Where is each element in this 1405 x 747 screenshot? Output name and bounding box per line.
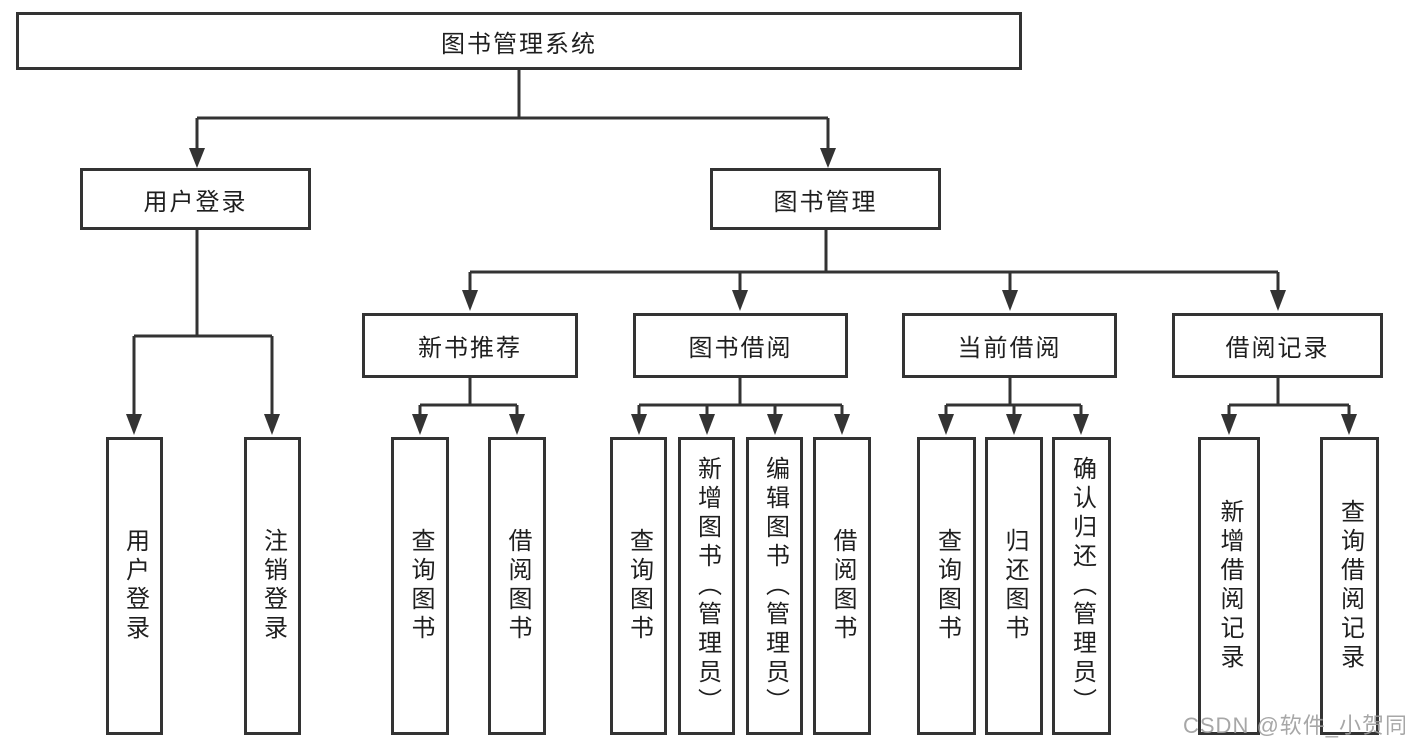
leaf-borrow-borrow-books-label: 借阅图书 [829,528,856,644]
leaf-current-query-books: 查询图书 [917,437,976,735]
leaf-user-login: 用户登录 [106,437,163,735]
node-borrow-records-label: 借阅记录 [1225,335,1330,362]
node-root-system: 图书管理系统 [16,12,1022,70]
node-current-borrow-label: 当前借阅 [957,335,1062,362]
node-root-label: 图书管理系统 [441,30,597,58]
leaf-edit-book-admin: 编辑图书（管理员） [746,437,803,735]
leaf-edit-book-admin-label: 编辑图书（管理员） [761,455,789,717]
arrowheads-leaves [412,414,1357,435]
leaf-user-login-label: 用户登录 [121,528,149,644]
leaf-borrow-query-books: 查询图书 [610,437,667,735]
node-current-borrow: 当前借阅 [902,313,1117,378]
node-new-book-recommend-label: 新书推荐 [418,335,522,362]
leaf-borrow-query-books-label: 查询图书 [625,528,653,644]
connector-user-login-to-leaves [132,230,274,416]
node-user-login: 用户登录 [80,168,311,230]
leaf-query-borrow-record: 查询借阅记录 [1320,437,1379,735]
arrowheads-user-login-leaves [126,414,280,435]
node-book-borrow: 图书借阅 [633,313,848,378]
leaf-logout: 注销登录 [244,437,301,735]
connector-current-borrow-to-leaves [944,378,1083,416]
leaf-confirm-return-admin-label: 确认归还（管理员） [1068,455,1096,717]
connector-borrow-records-to-leaves [1227,378,1351,416]
connector-root-to-level2 [195,70,830,150]
node-user-login-label: 用户登录 [143,188,248,216]
leaf-add-borrow-record: 新增借阅记录 [1198,437,1260,735]
node-book-management-label: 图书管理 [773,188,878,216]
leaf-newrec-borrow-books-label: 借阅图书 [504,528,531,644]
leaf-newrec-query-books: 查询图书 [391,437,449,735]
leaf-confirm-return-admin: 确认归还（管理员） [1052,437,1111,735]
arrowheads-level3 [462,290,1286,311]
leaf-logout-label: 注销登录 [259,528,287,644]
node-borrow-records: 借阅记录 [1172,313,1383,378]
leaf-add-borrow-record-label: 新增借阅记录 [1216,499,1243,673]
node-new-book-recommend: 新书推荐 [362,313,578,378]
connector-book-mgmt-to-level3 [468,230,1280,292]
arrowheads-level2 [189,148,836,168]
connector-new-book-rec-to-leaves [418,378,519,416]
leaf-add-book-admin-label: 新增图书（管理员） [693,455,721,717]
node-book-borrow-label: 图书借阅 [688,335,793,362]
csdn-watermark: CSDN @软件_小贺同学 [1183,713,1405,738]
node-book-management: 图书管理 [710,168,941,230]
leaf-return-books-label: 归还图书 [1001,528,1028,644]
leaf-borrow-borrow-books: 借阅图书 [813,437,871,735]
leaf-query-borrow-record-label: 查询借阅记录 [1336,499,1364,673]
connector-book-borrow-to-leaves [637,378,844,416]
leaf-add-book-admin: 新增图书（管理员） [678,437,735,735]
leaf-newrec-borrow-books: 借阅图书 [488,437,546,735]
leaf-return-books: 归还图书 [985,437,1043,735]
leaf-current-query-books-label: 查询图书 [933,528,961,644]
leaf-newrec-query-books-label: 查询图书 [407,528,434,644]
